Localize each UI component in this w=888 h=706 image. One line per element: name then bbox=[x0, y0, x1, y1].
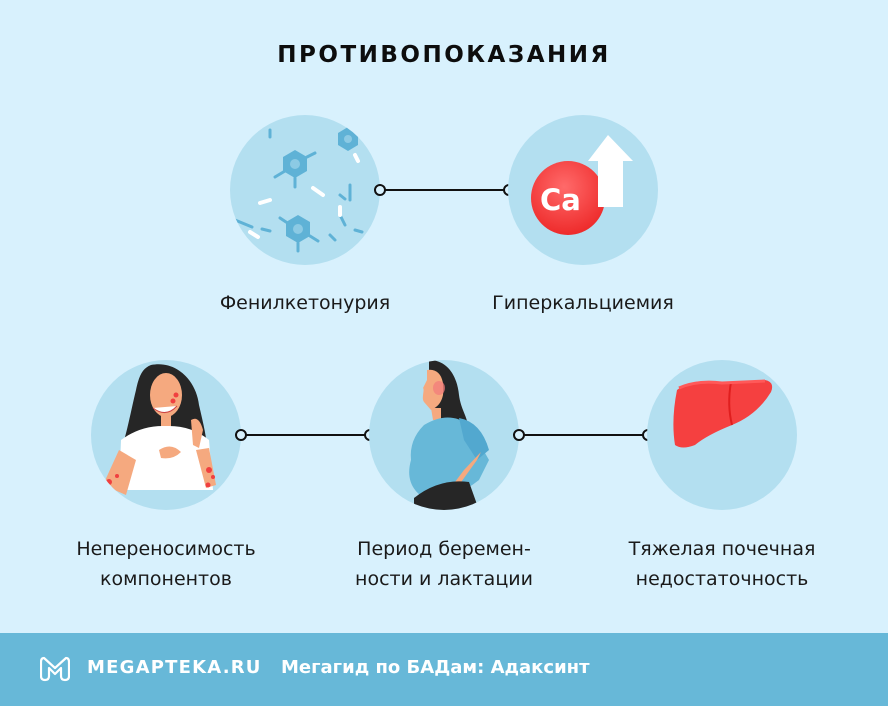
phenylketonuria-circle bbox=[230, 115, 380, 265]
page-title: ПРОТИВОПОКАЗАНИЯ bbox=[277, 42, 611, 68]
calcium-badge: Ca bbox=[540, 183, 581, 217]
label-line: ности и лактации bbox=[355, 568, 533, 590]
label-line: Фенилкетонурия bbox=[219, 292, 391, 314]
label-line: Непереносимость bbox=[76, 538, 256, 560]
label-line: Тяжелая почечная bbox=[628, 538, 816, 560]
footer-subtitle: Мегагид по БАДам: Адаксинт bbox=[281, 657, 590, 678]
brand-name: MEGAPTEKA.RU bbox=[87, 657, 262, 678]
label-phenylketonuria: Фенилкетонурия bbox=[175, 288, 435, 318]
organ-icon bbox=[673, 379, 773, 448]
organ-circle bbox=[647, 360, 797, 510]
connector-line bbox=[383, 189, 507, 191]
pregnancy-circle bbox=[369, 360, 519, 510]
megapteka-logo-icon bbox=[40, 656, 70, 682]
label-line: Гиперкальциемия bbox=[492, 292, 674, 314]
label-line: Период беремен- bbox=[357, 538, 531, 560]
allergy-woman-icon bbox=[103, 364, 216, 495]
label-hypercalcemia: Гиперкальциемия bbox=[453, 288, 713, 318]
label-kidney-failure: Тяжелая почечная недостаточность bbox=[592, 534, 852, 594]
calcium-up-icon: Ca bbox=[531, 135, 633, 235]
hypercalcemia-circle: Ca bbox=[508, 115, 658, 265]
connector-dot bbox=[235, 429, 247, 441]
label-pregnancy: Период беремен- ности и лактации bbox=[314, 534, 574, 594]
footer-bar bbox=[0, 633, 888, 706]
connector-dot bbox=[374, 184, 386, 196]
cells-icon bbox=[233, 127, 364, 253]
intolerance-circle bbox=[91, 360, 241, 510]
connector-dot bbox=[513, 429, 525, 441]
label-line: недостаточность bbox=[635, 568, 809, 590]
connector-line bbox=[244, 434, 368, 436]
pregnant-woman-icon bbox=[409, 360, 489, 510]
label-intolerance: Непереносимость компонентов bbox=[36, 534, 296, 594]
connector-line bbox=[522, 434, 646, 436]
label-line: компонентов bbox=[100, 568, 232, 590]
